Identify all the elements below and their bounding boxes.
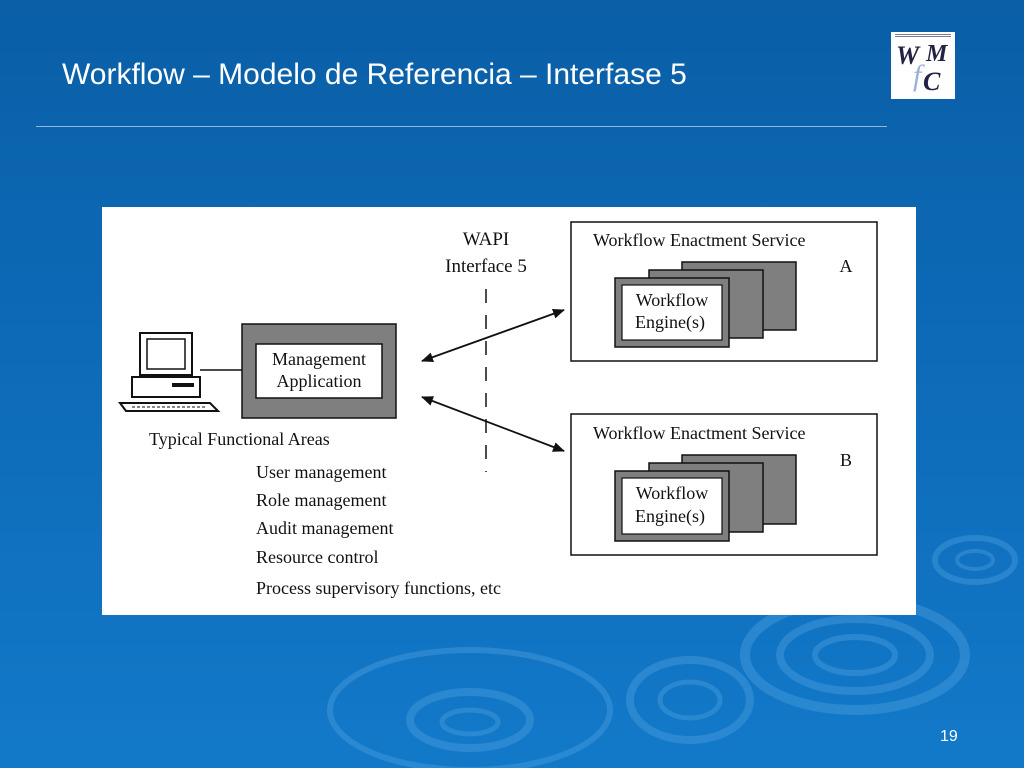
management-application-box — [255, 343, 383, 399]
functional-area-item: Role management — [256, 490, 386, 510]
management-label-line1: Management — [272, 349, 366, 369]
engine-a-line1: Workflow — [636, 290, 709, 310]
slide-title: Workflow – Modelo de Referencia – Interf… — [62, 58, 687, 91]
functional-area-item: Process supervisory functions, etc — [256, 578, 501, 598]
logo-letter-c: C — [923, 67, 941, 96]
arrow-to-service-b — [421, 396, 565, 452]
interface-5-label: Interface 5 — [445, 256, 527, 277]
title-divider — [36, 126, 887, 127]
enactment-service-a: Workflow Enactment Service A Workflow En… — [570, 221, 878, 362]
functional-area-item: User management — [256, 462, 386, 482]
functional-area-item: Resource control — [256, 547, 378, 567]
service-b-letter: B — [840, 450, 852, 470]
arrow-to-service-a — [421, 309, 565, 362]
functional-areas-title: Typical Functional Areas — [149, 429, 330, 449]
wfmc-logo: W f M C — [891, 32, 955, 99]
engine-b-line1: Workflow — [636, 483, 709, 503]
logo-letter-m: M — [926, 41, 948, 67]
logo-letter-w: W — [896, 41, 920, 70]
service-b-title: Workflow Enactment Service — [593, 423, 805, 443]
engine-b-line2: Engine(s) — [635, 506, 705, 527]
engine-a-line2: Engine(s) — [635, 312, 705, 333]
page-number: 19 — [940, 728, 958, 745]
wapi-label: WAPI — [463, 229, 509, 250]
service-a-title: Workflow Enactment Service — [593, 230, 805, 250]
computer-icon — [118, 332, 242, 412]
logo-caption-lines — [895, 34, 951, 38]
service-a-letter: A — [840, 256, 853, 276]
functional-area-item: Audit management — [256, 518, 393, 538]
logo-letter-f: f — [913, 59, 922, 92]
management-label-line2: Application — [277, 371, 362, 391]
reference-model-diagram: Management Application Typical Functiona… — [102, 207, 916, 615]
enactment-service-b: Workflow Enactment Service B Workflow En… — [570, 413, 878, 556]
